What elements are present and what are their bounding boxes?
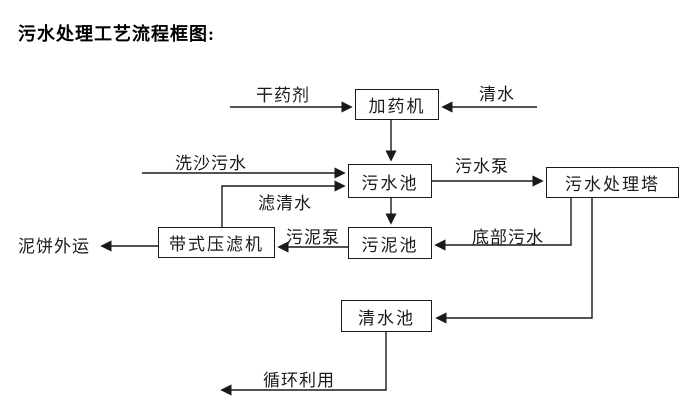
arrow-recycle-out (220, 332, 387, 396)
label-clean-water: 清水 (479, 85, 515, 104)
label-sludge-pump: 污泥泵 (286, 228, 340, 247)
arrow-bottom-sewage-to-sludge-pool (434, 197, 572, 251)
label-bottom-sewage: 底部污水 (472, 228, 544, 247)
arrow-filtered-water-to-sewage-pool (221, 180, 346, 227)
node-sewage-pool: 污水池 (348, 164, 432, 198)
label-mud-cake-out: 泥饼外运 (18, 237, 90, 256)
arrow-treatment-tower-to-clean-water-pool (435, 197, 593, 324)
node-belt-filter-press-label: 带式压滤机 (169, 235, 264, 254)
node-dosing-machine: 加药机 (355, 89, 439, 120)
label-dry-chemical: 干药剂 (256, 86, 310, 105)
label-sewage-pump: 污水泵 (455, 157, 509, 176)
node-sludge-pool-label: 污泥池 (361, 235, 419, 255)
node-treatment-tower: 污水处理塔 (546, 167, 679, 198)
node-sewage-pool-label: 污水池 (361, 173, 419, 193)
node-clean-water-pool: 清水池 (341, 300, 432, 332)
node-belt-filter-press: 带式压滤机 (158, 227, 275, 258)
diagram-title: 污水处理工艺流程框图: (18, 24, 215, 44)
label-filtered-water: 滤清水 (258, 194, 312, 213)
node-dosing-machine-label: 加药机 (368, 97, 426, 116)
label-sand-washing-sewage: 洗沙污水 (175, 154, 247, 173)
node-clean-water-pool-label: 清水池 (358, 308, 415, 328)
node-sludge-pool: 污泥池 (348, 227, 432, 259)
node-treatment-tower-label: 污水处理塔 (565, 175, 660, 194)
label-recycle: 循环利用 (263, 371, 335, 390)
